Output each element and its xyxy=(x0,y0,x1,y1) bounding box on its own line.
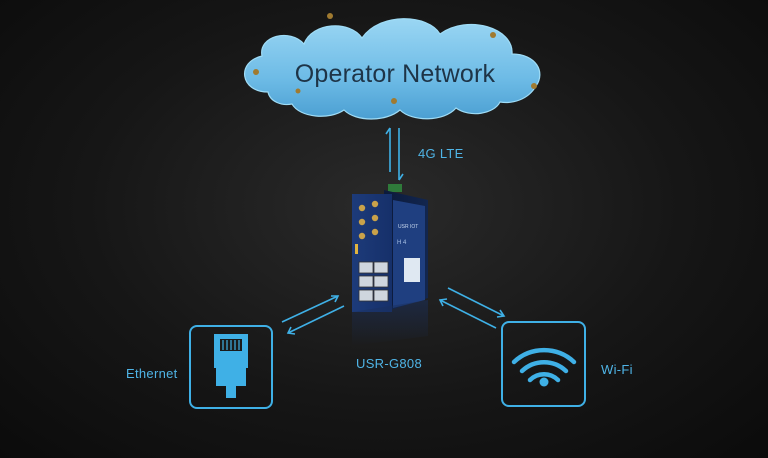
uplink-label: 4G LTE xyxy=(418,146,464,161)
wifi-link-arrows xyxy=(438,287,506,329)
cloud-shape xyxy=(244,13,541,120)
ethernet-plug-icon xyxy=(214,334,248,398)
device-panel-text: H 4 xyxy=(397,240,407,246)
ethernet-label: Ethernet xyxy=(126,366,178,381)
wifi-icon xyxy=(511,347,577,383)
wifi-node xyxy=(501,321,586,407)
cloud-title: Operator Network xyxy=(294,60,496,88)
router-device xyxy=(352,184,428,346)
uplink-arrows xyxy=(385,127,404,181)
wifi-label: Wi-Fi xyxy=(601,362,633,377)
device-logo-text: USR IOT xyxy=(398,224,419,230)
device-name-label: USR-G808 xyxy=(356,356,422,371)
wifi-dot-icon xyxy=(539,377,549,387)
ethernet-link-arrows xyxy=(281,295,345,335)
ethernet-node xyxy=(189,325,273,409)
